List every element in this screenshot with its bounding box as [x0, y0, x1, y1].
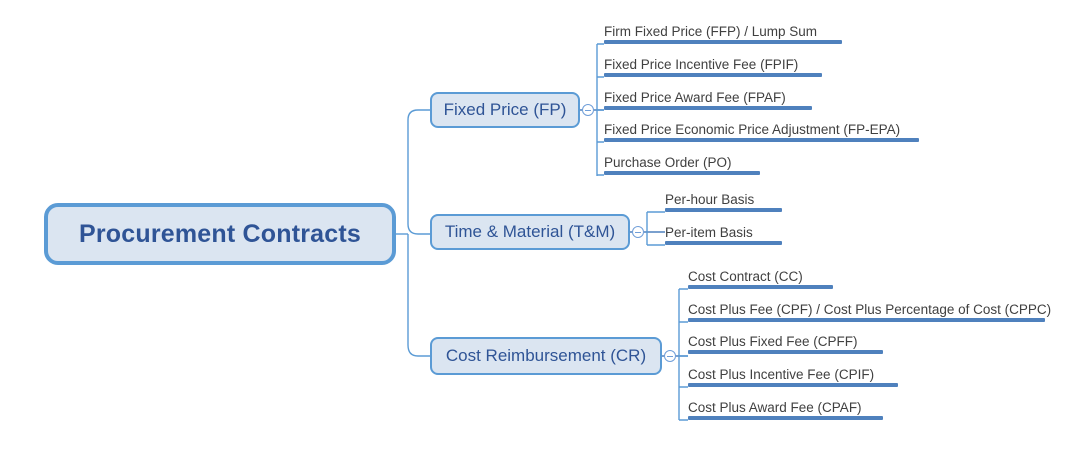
leaf-underline — [688, 383, 898, 387]
branch-node-time-and-material[interactable]: Time & Material (T&M) — [430, 214, 630, 250]
leaf-node-label: Fixed Price Award Fee (FPAF) — [604, 90, 786, 105]
leaf-node[interactable]: Purchase Order (PO) — [604, 151, 760, 175]
leaf-node[interactable]: Fixed Price Incentive Fee (FPIF) — [604, 53, 822, 77]
leaf-node[interactable]: Cost Plus Fixed Fee (CPFF) — [688, 330, 883, 354]
leaf-underline — [688, 350, 883, 354]
leaf-underline — [604, 106, 812, 110]
leaf-node[interactable]: Cost Contract (CC) — [688, 265, 833, 289]
root-node[interactable]: Procurement Contracts — [44, 203, 396, 265]
leaf-underline — [604, 40, 842, 44]
leaf-node-label: Cost Plus Fixed Fee (CPFF) — [688, 334, 858, 349]
leaf-node[interactable]: Cost Plus Incentive Fee (CPIF) — [688, 363, 898, 387]
leaf-underline — [688, 318, 1045, 322]
leaf-node[interactable]: Per-hour Basis — [665, 188, 782, 212]
leaf-node[interactable]: Fixed Price Award Fee (FPAF) — [604, 86, 812, 110]
leaf-underline — [665, 241, 782, 245]
leaf-node-label: Cost Plus Fee (CPF) / Cost Plus Percenta… — [688, 302, 1052, 317]
leaf-underline — [688, 416, 883, 420]
collapse-toggle-cost-reimbursement[interactable] — [664, 350, 676, 362]
leaf-node[interactable]: Cost Plus Award Fee (CPAF) — [688, 396, 883, 420]
leaf-node-label: Purchase Order (PO) — [604, 155, 732, 170]
leaf-node[interactable]: Cost Plus Fee (CPF) / Cost Plus Percenta… — [688, 298, 1051, 322]
leaf-node-label: Firm Fixed Price (FFP) / Lump Sum — [604, 24, 818, 39]
leaf-underline — [604, 138, 919, 142]
leaf-node-label: Per-item Basis — [665, 225, 753, 240]
leaf-underline — [604, 171, 760, 175]
root-node-label: Procurement Contracts — [78, 219, 362, 248]
collapse-toggle-fixed-price[interactable] — [582, 104, 594, 116]
branch-node-label: Time & Material (T&M) — [444, 222, 616, 241]
leaf-underline — [665, 208, 782, 212]
leaf-node[interactable]: Per-item Basis — [665, 221, 782, 245]
branch-node-fixed-price[interactable]: Fixed Price (FP) — [430, 92, 580, 128]
leaf-node-label: Cost Plus Award Fee (CPAF) — [688, 400, 862, 415]
leaf-node-label: Fixed Price Economic Price Adjustment (F… — [604, 122, 901, 137]
leaf-node-label: Cost Plus Incentive Fee (CPIF) — [688, 367, 875, 382]
leaf-node-label: Cost Contract (CC) — [688, 269, 803, 284]
leaf-node[interactable]: Firm Fixed Price (FFP) / Lump Sum — [604, 20, 842, 44]
leaf-node-label: Fixed Price Incentive Fee (FPIF) — [604, 57, 799, 72]
leaf-underline — [604, 73, 822, 77]
branch-node-cost-reimbursement[interactable]: Cost Reimbursement (CR) — [430, 337, 662, 375]
collapse-toggle-time-and-material[interactable] — [632, 226, 644, 238]
branch-node-label: Cost Reimbursement (CR) — [445, 346, 647, 365]
leaf-underline — [688, 285, 833, 289]
leaf-node[interactable]: Fixed Price Economic Price Adjustment (F… — [604, 118, 919, 142]
branch-node-label: Fixed Price (FP) — [443, 100, 567, 119]
leaf-node-label: Per-hour Basis — [665, 192, 755, 207]
